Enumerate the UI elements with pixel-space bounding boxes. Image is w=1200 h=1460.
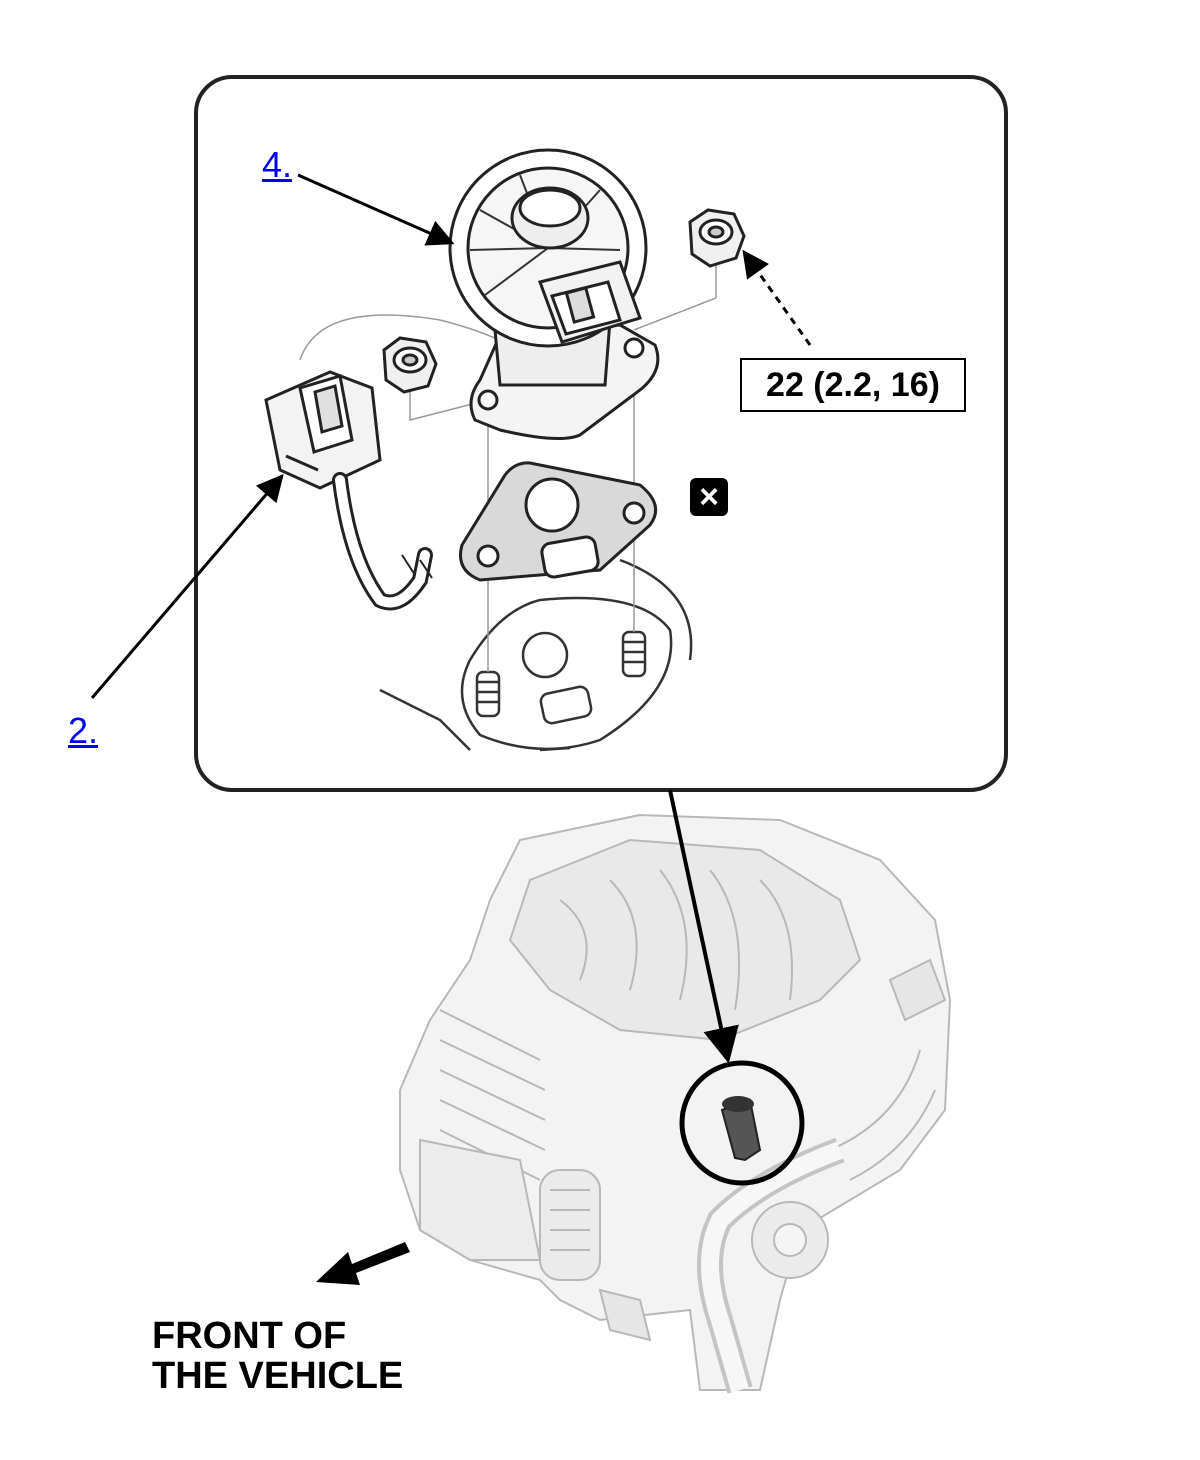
mounting-surface — [379, 558, 693, 752]
torque-spec-box: 22 (2.2, 16) — [740, 358, 966, 412]
leader-torque — [742, 249, 812, 346]
flange-nut-right — [688, 208, 746, 268]
locator-leader-line — [668, 789, 739, 1064]
locator-circle — [679, 1060, 805, 1186]
callout-egr-valve[interactable]: 4. — [262, 144, 293, 185]
front-label-line1: FRONT OF — [152, 1315, 347, 1357]
torque-spec-text: 22 (2.2, 16) — [766, 365, 940, 404]
callout-connector[interactable]: 2. — [68, 710, 99, 751]
front-of-vehicle-label: FRONT OF THE VEHICLE — [152, 1316, 403, 1396]
egr-valve-on-engine — [720, 1096, 762, 1162]
harness-connector — [264, 370, 382, 490]
replace-part-icon: × — [690, 478, 728, 516]
replace-part-icon-glyph: × — [699, 478, 719, 516]
leader-egr-valve — [297, 173, 455, 246]
leader-connector — [90, 473, 284, 699]
engine-illustration — [399, 813, 952, 1394]
gasket — [459, 461, 658, 582]
front-label-line2: THE VEHICLE — [152, 1355, 404, 1397]
egr-valve — [448, 148, 660, 441]
harness-wire-inner — [335, 475, 430, 608]
front-direction-arrow — [316, 1242, 410, 1285]
detail-panel — [194, 75, 1008, 792]
flange-nut-left — [382, 336, 438, 394]
harness-clip — [401, 554, 433, 579]
